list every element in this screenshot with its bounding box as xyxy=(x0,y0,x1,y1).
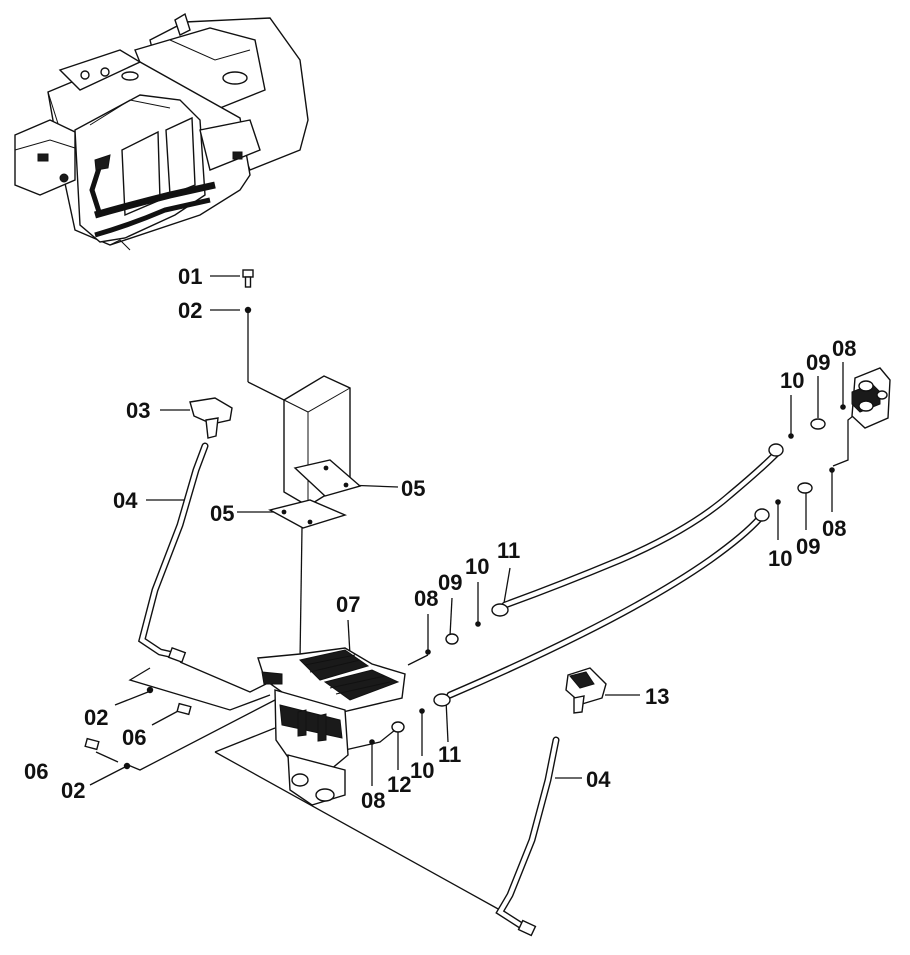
label-05-right: 05 xyxy=(401,476,425,501)
label-02-mid: 02 xyxy=(84,705,108,730)
label-11-b: 11 xyxy=(438,742,461,767)
hose-part-11-upper xyxy=(491,443,784,617)
leader-lines xyxy=(89,275,859,911)
label-02-low: 02 xyxy=(61,778,85,803)
travel-pedal-part-07 xyxy=(257,647,406,806)
mounting-box-part-05 xyxy=(268,375,362,529)
hose-part-11-lower xyxy=(433,508,770,707)
label-10-b: 10 xyxy=(780,368,804,393)
label-06-low: 06 xyxy=(24,759,48,784)
label-10-c: 10 xyxy=(768,546,792,571)
fittings-chain-near-pedal xyxy=(369,621,481,745)
valve-block xyxy=(851,367,891,429)
label-08-d: 08 xyxy=(361,788,385,813)
knob-part-03 xyxy=(189,397,233,439)
label-07: 07 xyxy=(336,592,360,617)
label-04-right: 04 xyxy=(586,767,611,792)
bolt-part-01 xyxy=(242,269,254,288)
fittings-right-end xyxy=(775,404,846,505)
excavator-overview-illustration xyxy=(14,12,309,251)
label-12: 12 xyxy=(387,772,411,797)
label-09-b: 09 xyxy=(806,350,830,375)
washer-part-02-mid xyxy=(146,686,154,694)
label-11-a: 11 xyxy=(497,538,520,563)
lever-rod-part-04-right xyxy=(495,736,560,937)
lever-rod-part-04-left xyxy=(137,442,209,663)
callout-labels: 01 02 03 04 05 05 07 02 06 06 02 08 09 1… xyxy=(24,264,856,813)
label-06-mid: 06 xyxy=(122,725,146,750)
knob-part-13 xyxy=(565,667,607,714)
washer-part-02-top xyxy=(244,306,252,314)
label-13: 13 xyxy=(645,684,669,709)
label-09-a: 09 xyxy=(438,570,462,595)
label-02-top: 02 xyxy=(178,298,202,323)
pin-part-06-mid xyxy=(176,702,192,716)
label-09-c: 09 xyxy=(796,534,820,559)
label-08-c: 08 xyxy=(822,516,846,541)
label-01: 01 xyxy=(178,264,202,289)
pin-part-06-low xyxy=(84,737,100,751)
label-08-b: 08 xyxy=(832,336,856,361)
label-03: 03 xyxy=(126,398,150,423)
label-08-a: 08 xyxy=(414,586,438,611)
label-04-left: 04 xyxy=(113,488,138,513)
label-05-left: 05 xyxy=(210,501,234,526)
washer-part-02-low xyxy=(123,762,131,770)
label-10-d: 10 xyxy=(410,758,434,783)
label-10-a: 10 xyxy=(465,554,489,579)
